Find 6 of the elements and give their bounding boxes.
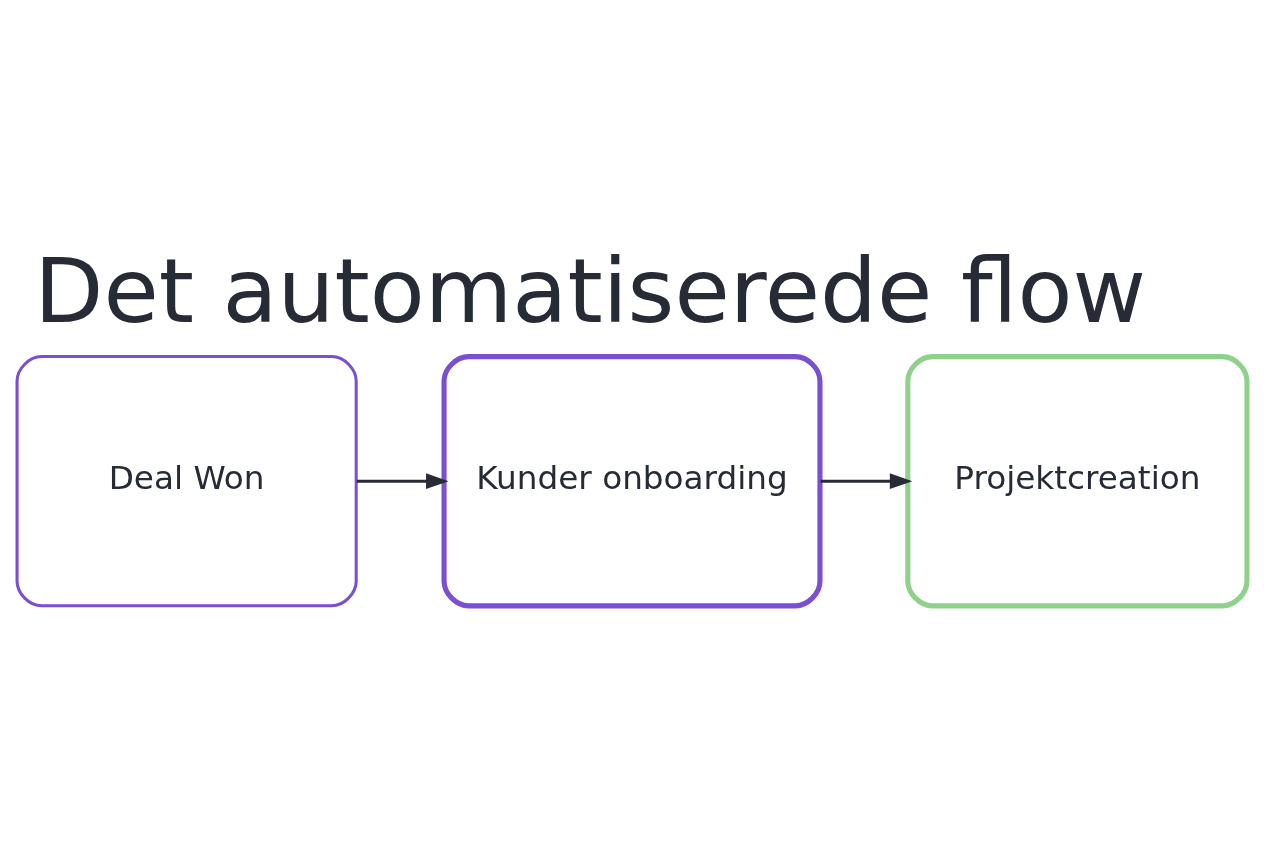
node-box: Kunder onboarding — [441, 354, 823, 609]
node-box: Deal Won — [15, 355, 358, 608]
diagram-title: Det automatiserede flow — [34, 239, 1147, 344]
node-box: Projektcreation — [905, 354, 1250, 609]
arrow — [356, 473, 449, 490]
arrow — [820, 473, 913, 490]
